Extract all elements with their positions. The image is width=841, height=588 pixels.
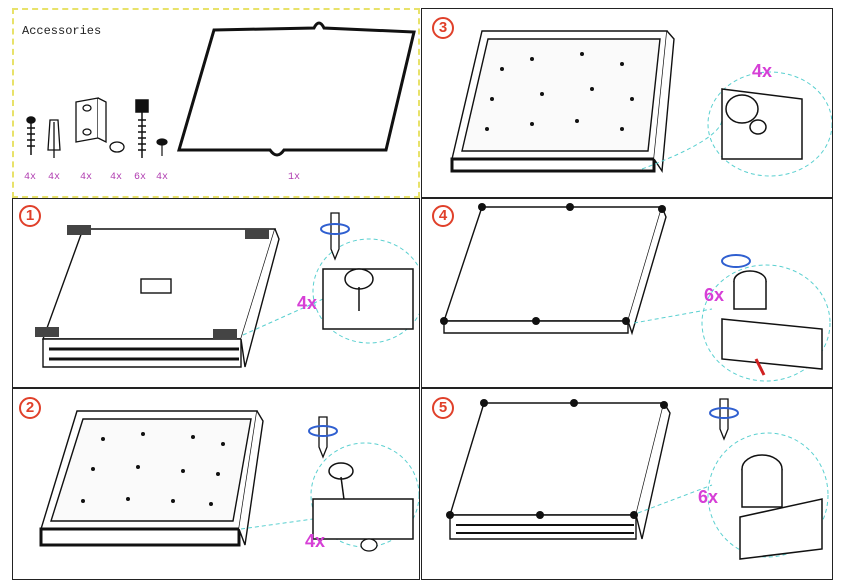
step-5-number: 5 (432, 397, 454, 419)
accessories-panel: Accessories (12, 8, 420, 198)
screw-icon (26, 116, 36, 155)
rotate-arrow-icon (308, 425, 338, 437)
step-4-number: 4 (432, 205, 454, 227)
step-1-drawing (35, 212, 419, 368)
lid-screw-detail-icon (739, 454, 823, 560)
bracket-qty: 4x (80, 172, 93, 183)
step-5-qty: 6x (698, 487, 719, 507)
lid-screw-detail-icon (721, 270, 823, 370)
cap-qty: 4x (110, 172, 123, 183)
gasket-icon (177, 21, 416, 157)
cover-cap-icon (109, 141, 125, 153)
step-5-drawing (446, 398, 829, 560)
rotate-arrow-icon (721, 254, 751, 268)
screw-detail-icon (312, 462, 414, 540)
small-screw-qty: 4x (156, 172, 169, 183)
step-1-qty: 4x (297, 293, 318, 313)
step-3-number: 3 (432, 17, 454, 39)
bracket-corner-icon (35, 225, 269, 339)
step-4-qty: 6x (704, 285, 725, 305)
step-4-drawing (440, 203, 831, 382)
step-2-qty: 4x (305, 531, 326, 551)
step-3-panel: 3 4x (421, 8, 833, 198)
step-4-panel: 4 6x (421, 198, 833, 388)
cover-cap-detail-icon (721, 88, 803, 160)
accessories-title: Accessories (22, 24, 102, 38)
rotate-arrow-icon (709, 407, 739, 419)
gasket-qty: 1x (288, 172, 301, 183)
step-2-drawing (39, 410, 419, 552)
lid-screw-qty: 6x (134, 172, 147, 183)
wall-plug-icon (47, 119, 61, 158)
mounting-bracket-icon (75, 97, 107, 144)
screwdriver-icon (330, 212, 340, 261)
small-screw-detail-icon (360, 538, 378, 552)
small-screw-icon (156, 138, 168, 156)
step-3-drawing (450, 30, 832, 177)
step-2-number: 2 (19, 397, 41, 419)
step-3-qty: 4x (752, 61, 773, 81)
wall-plug-qty: 4x (48, 172, 61, 183)
lid-screw-icon (135, 99, 149, 158)
step-5-panel: 5 6 (421, 388, 833, 580)
screw-qty: 4x (24, 172, 37, 183)
rotate-arrow-icon (320, 223, 350, 235)
step-1-panel: 1 (12, 198, 420, 388)
accessories-drawing (26, 21, 416, 158)
step-2-panel: 2 (12, 388, 420, 580)
step-1-number: 1 (19, 205, 41, 227)
